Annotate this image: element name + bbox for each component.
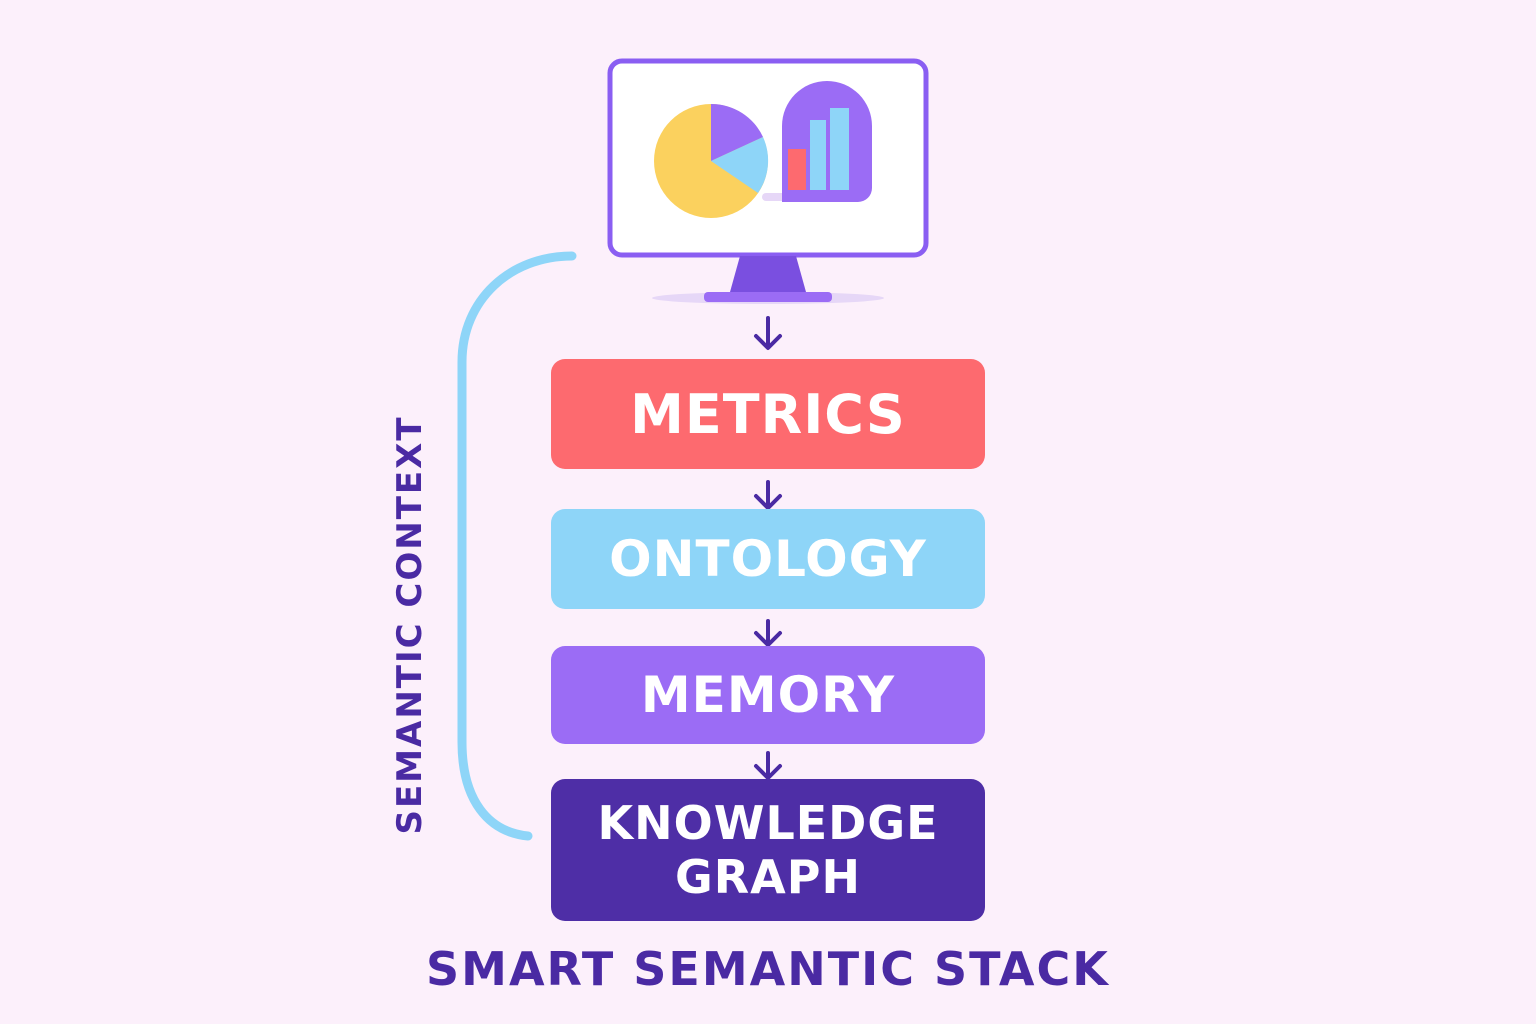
monitor-base [704,292,832,302]
arrow-metrics-to-ontology [754,480,782,510]
layer-metrics-label: METRICS [630,382,906,446]
layer-memory-label: MEMORY [640,666,896,724]
monitor-icon [607,58,929,304]
arrow-memory-to-knowledge-graph [754,751,782,780]
layer-ontology: ONTOLOGY [551,509,985,609]
arrow-monitor-to-metrics [754,316,782,350]
semantic-context-bracket [457,251,577,841]
layer-memory: MEMORY [551,646,985,744]
layer-ontology-label: ONTOLOGY [609,530,927,588]
arrow-down-icon [754,316,782,780]
layer-knowledge-graph: KNOWLEDGE GRAPH [551,779,985,921]
pie-slice-purple [711,103,763,161]
layer-knowledge-graph-label-line2: GRAPH [675,850,861,904]
monitor-stand [730,256,806,292]
bar-3 [830,108,849,190]
diagram-title: SMART SEMANTIC STACK [426,942,1110,996]
layer-metrics: METRICS [551,359,985,469]
bar-2 [810,120,826,190]
arrow-ontology-to-memory [754,619,782,647]
bar-1 [788,149,806,190]
bar-chart-icon [782,81,872,202]
semantic-context-label: SEMANTIC CONTEXT [390,415,430,835]
layer-knowledge-graph-label-line1: KNOWLEDGE [597,796,939,850]
pie-slice-blue [711,137,769,193]
